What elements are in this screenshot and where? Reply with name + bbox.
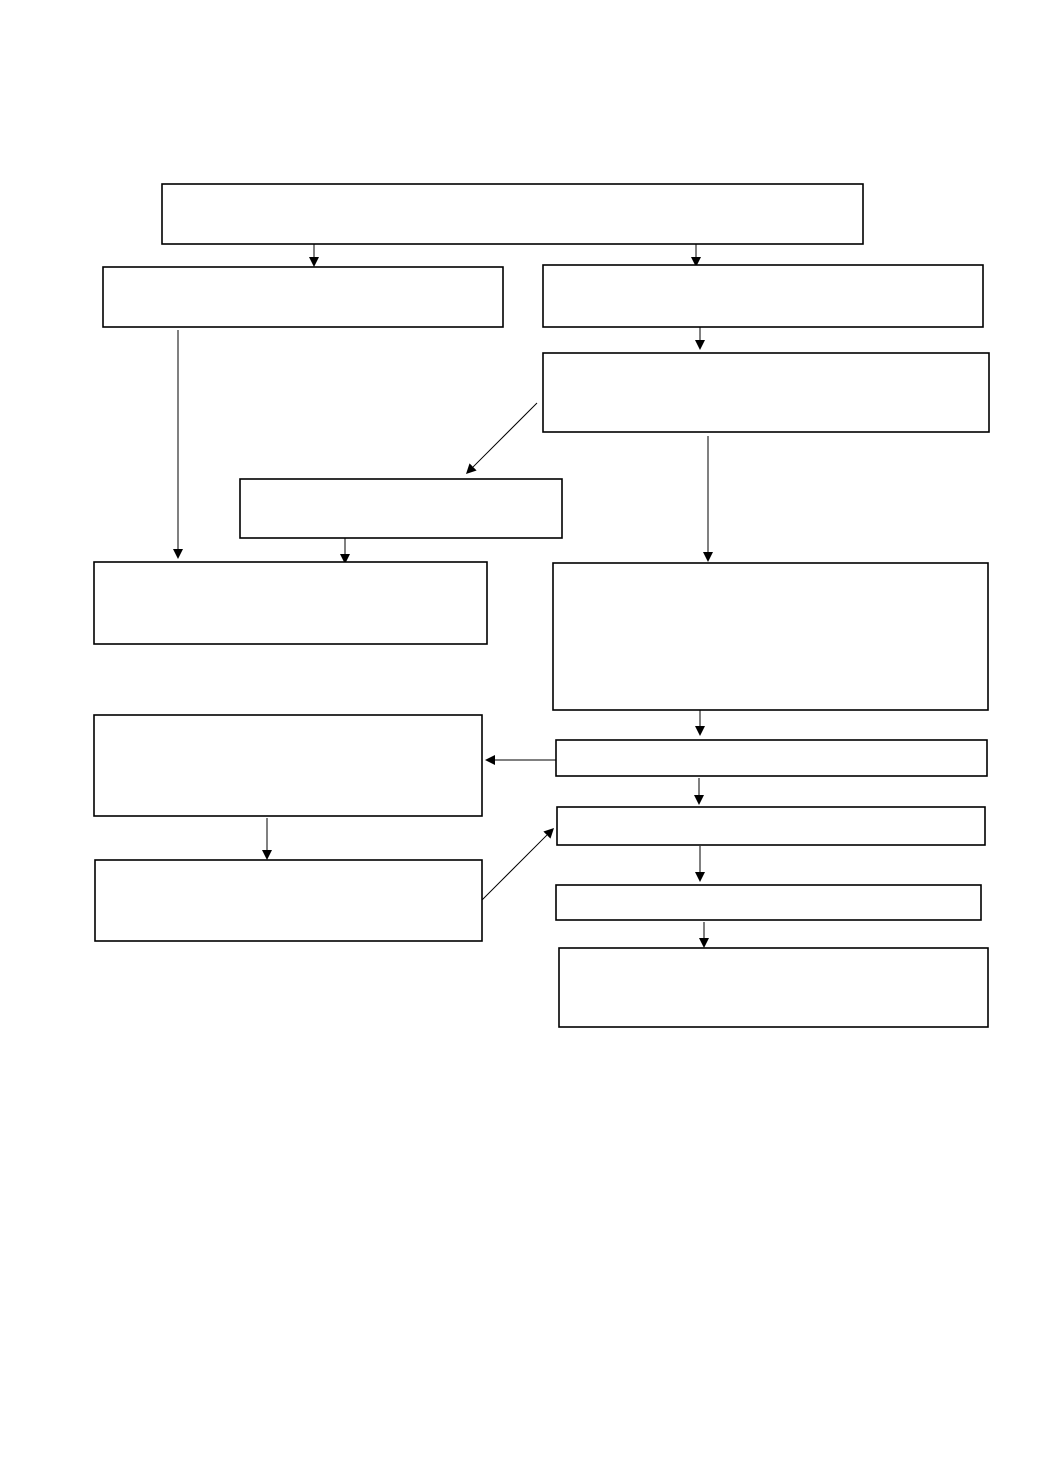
edge-arrowhead: [173, 549, 183, 559]
edge-n11-n8: [694, 778, 704, 805]
node-n12: [555, 884, 982, 921]
edge-n5-n6: [340, 538, 350, 564]
node-box: [556, 806, 986, 846]
edge-n9-n10: [262, 818, 272, 860]
edge-n1-n3: [691, 244, 701, 267]
node-n13: [558, 947, 989, 1028]
node-n8: [555, 739, 988, 777]
edge-arrowhead: [703, 552, 713, 562]
edge-n1-n2: [309, 244, 319, 267]
edge-arrowhead: [485, 755, 495, 765]
edges-layer: [173, 244, 713, 948]
edge-n8-n12: [695, 846, 705, 882]
edge-n8-n9: [485, 755, 556, 765]
node-box: [161, 183, 864, 245]
node-n10: [94, 859, 483, 942]
node-box: [552, 562, 989, 711]
edge-arrowhead: [695, 872, 705, 882]
edge-n12-n13: [699, 922, 709, 948]
node-box: [239, 478, 563, 539]
node-box: [94, 859, 483, 942]
edge-n7-n8: [695, 710, 705, 736]
node-box: [542, 264, 984, 328]
edge-line: [472, 402, 538, 468]
node-n11: [556, 806, 986, 846]
edge-arrowhead: [699, 938, 709, 948]
edge-arrowhead: [466, 463, 477, 474]
node-box: [542, 352, 990, 433]
node-box: [93, 561, 488, 645]
node-n3: [542, 264, 984, 328]
edge-arrowhead: [695, 340, 705, 350]
node-n2: [102, 266, 504, 328]
edge-arrowhead: [309, 257, 319, 267]
edge-arrowhead: [262, 850, 272, 860]
node-n1: [161, 183, 864, 245]
node-box: [102, 266, 504, 328]
edge-arrowhead: [340, 554, 350, 564]
edge-line: [481, 834, 548, 901]
edge-n4-n7: [703, 436, 713, 562]
edge-arrowhead: [543, 828, 554, 839]
node-n4: [542, 352, 990, 433]
edge-n10-n11: [481, 828, 554, 901]
edge-arrowhead: [691, 257, 701, 267]
edge-arrowhead: [695, 726, 705, 736]
node-box: [558, 947, 989, 1028]
node-n9: [93, 714, 483, 817]
node-n5: [239, 478, 563, 539]
node-box: [93, 714, 483, 817]
edge-n2-n6: [173, 330, 183, 559]
node-box: [555, 739, 988, 777]
node-n6: [93, 561, 488, 645]
node-box: [555, 884, 982, 921]
edge-arrowhead: [694, 795, 704, 805]
edge-n4-n5: [466, 402, 538, 474]
nodes-layer: [93, 183, 990, 1028]
node-n7: [552, 562, 989, 711]
